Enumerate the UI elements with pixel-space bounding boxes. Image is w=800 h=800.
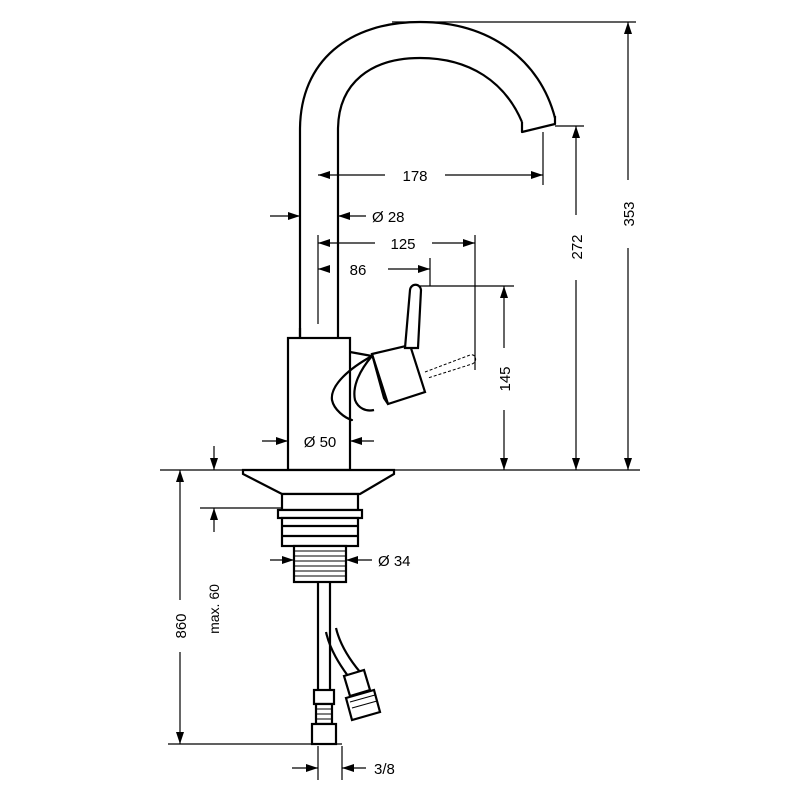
fitting-left-a bbox=[312, 688, 336, 706]
label-connection-size: 3/8 bbox=[374, 761, 395, 778]
lever-alt-position bbox=[424, 354, 477, 379]
shank-threads bbox=[294, 550, 346, 577]
label-lever-reach: 125 bbox=[390, 236, 415, 253]
threaded-shank bbox=[276, 508, 364, 584]
body-cylinder bbox=[286, 336, 352, 472]
dimension-lines bbox=[176, 22, 632, 772]
label-handle-axis: 86 bbox=[350, 262, 367, 279]
label-body-diameter: Ø 50 bbox=[304, 434, 337, 451]
supply-hoses bbox=[310, 582, 382, 746]
handle-block bbox=[370, 343, 427, 406]
label-spout-diameter: Ø 28 bbox=[372, 209, 405, 226]
lever bbox=[403, 283, 423, 350]
label-spout-height: 272 bbox=[569, 234, 586, 259]
countertop bbox=[160, 468, 640, 512]
cartridge-inner bbox=[353, 355, 375, 412]
label-thread-diameter: Ø 34 bbox=[378, 553, 411, 570]
base-plate bbox=[241, 468, 396, 496]
hose-right bbox=[324, 627, 361, 677]
handle-block-side bbox=[370, 353, 389, 405]
dimension-labels: 178 Ø 28 125 86 145 272 353 Ø 50 Ø 34 86… bbox=[173, 168, 638, 778]
cartridge-housing bbox=[330, 350, 374, 422]
mount-neck bbox=[280, 492, 360, 512]
faucet-outline bbox=[286, 20, 557, 472]
nut bbox=[280, 516, 360, 548]
washer bbox=[276, 508, 364, 520]
hose-left bbox=[316, 582, 332, 690]
fitting-left-nut bbox=[310, 722, 338, 746]
spout-tip bbox=[520, 116, 557, 134]
label-total-height: 353 bbox=[621, 201, 638, 226]
extension-lines bbox=[168, 21, 636, 780]
label-max-counter-thickness: max. 60 bbox=[206, 584, 222, 634]
spout-inner bbox=[336, 56, 524, 338]
label-handle-height: 145 bbox=[497, 366, 514, 391]
label-hose-length: 860 bbox=[173, 613, 190, 638]
label-spout-reach: 178 bbox=[402, 168, 427, 185]
